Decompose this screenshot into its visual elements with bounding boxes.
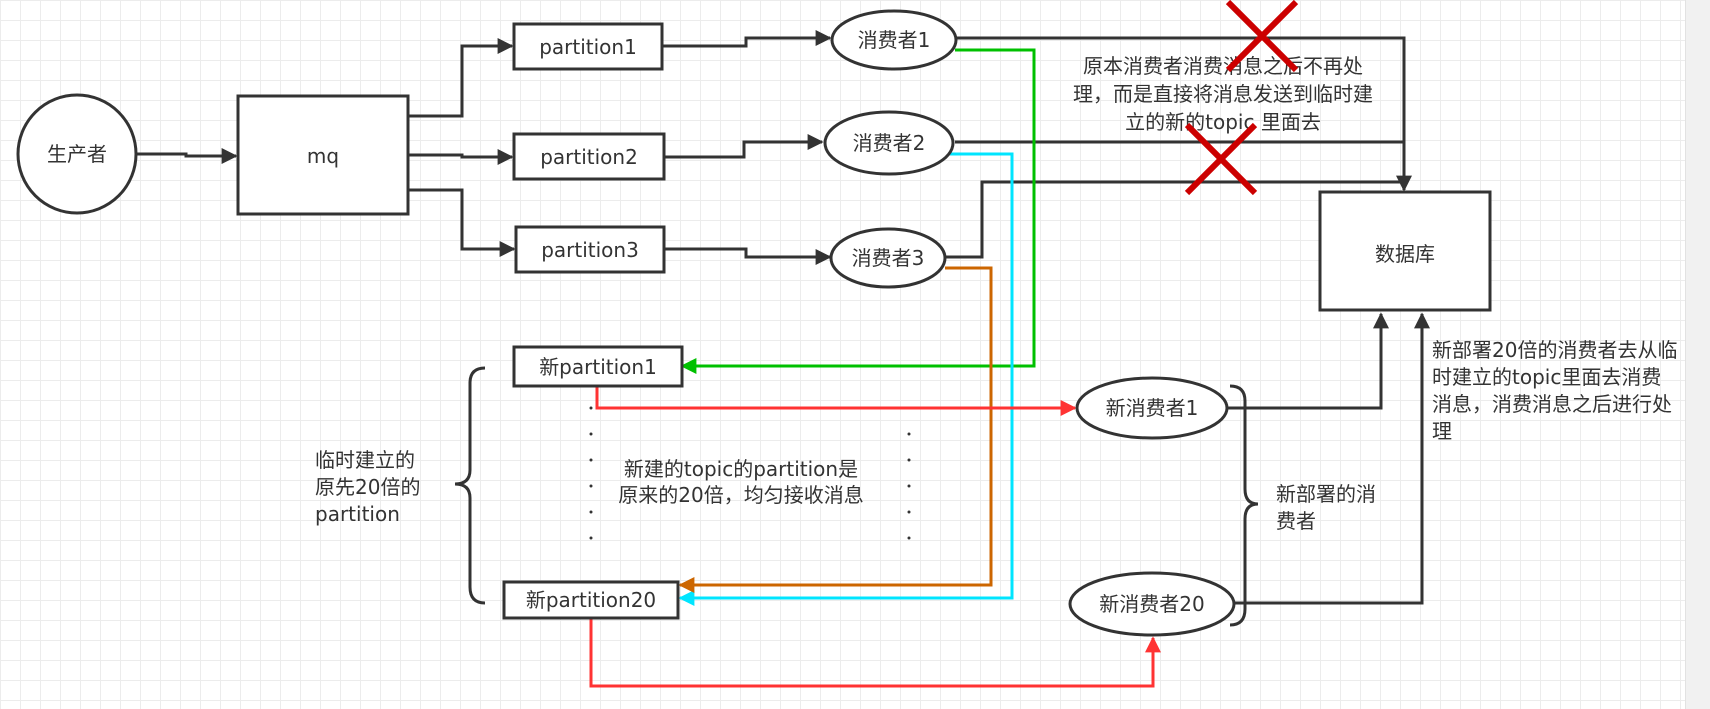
partition2-node: partition2 <box>512 132 666 181</box>
partition3-box <box>514 225 666 274</box>
new-partition1-node: 新partition1 <box>512 345 684 388</box>
arrow-producer-to-mq <box>137 148 238 164</box>
partition3-label: partition3 <box>541 238 639 262</box>
arrow-new-partition1-to-new-consumer1 <box>595 386 1077 416</box>
new-consumer1-label: 新消费者1 <box>1106 396 1199 420</box>
ellipsis-dots-left <box>589 406 593 540</box>
partition2-box <box>512 132 666 181</box>
line-consumer3-to-database <box>945 180 1404 259</box>
producer-node: 生产者 <box>16 93 138 215</box>
top-note-line3: 立的新的topic 里面去 <box>1125 110 1321 134</box>
new-partition20-label: 新partition20 <box>526 588 656 612</box>
arrow-new-consumer20-to-database <box>1229 312 1430 605</box>
consumer1-label: 消费者1 <box>858 28 931 52</box>
arrow-consumer3-to-new-partition20 <box>678 266 993 593</box>
right-note: 新部署20倍的消费者去从临 时建立的topic里面去消费 消息，消费消息之后进行… <box>1432 338 1677 443</box>
partition2-label: partition2 <box>540 145 638 169</box>
arrow-consumer1-to-database <box>955 36 1412 192</box>
cross-mark-middle <box>1184 122 1258 196</box>
connectors <box>137 30 1430 688</box>
new-partition1-label: 新partition1 <box>539 355 657 379</box>
left-brace-label-line2: 原先20倍的 <box>315 475 420 499</box>
line-consumer2-to-database <box>955 140 1406 160</box>
database-node: 数据库 <box>1318 190 1492 312</box>
arrow-new-consumer1-to-database <box>1227 312 1389 410</box>
new-consumer1-ellipse <box>1075 376 1229 440</box>
right-brace <box>1229 384 1259 627</box>
right-note-line1: 新部署20倍的消费者去从临 <box>1432 338 1677 362</box>
consumer2-ellipse <box>823 110 955 176</box>
cross-mark-top <box>1225 0 1299 73</box>
new-consumer1-node: 新消费者1 <box>1075 376 1229 440</box>
consumer3-label: 消费者3 <box>852 246 925 270</box>
consumer1-node: 消费者1 <box>830 9 958 71</box>
mq-node: mq <box>236 94 410 216</box>
consumer3-node: 消费者3 <box>829 227 947 289</box>
right-brace-label: 新部署的消 费者 <box>1276 482 1376 533</box>
arrow-mq-to-partition2 <box>408 149 514 165</box>
partition1-node: partition1 <box>512 22 664 71</box>
top-note-line2: 理，而是直接将消息发送到临时建 <box>1073 82 1373 106</box>
new-consumer20-label: 新消费者20 <box>1099 592 1204 616</box>
middle-note: 新建的topic的partition是 原来的20倍，均匀接收消息 <box>618 457 863 507</box>
arrow-consumer1-to-new-partition1 <box>680 48 1036 374</box>
arrow-partition3-to-consumer3 <box>664 247 832 265</box>
top-note: 原本消费者消费消息之后不再处 理，而是直接将消息发送到临时建 立的新的topic… <box>1073 54 1373 134</box>
mq-box <box>236 94 410 216</box>
arrow-consumer2-to-new-partition20 <box>678 152 1014 606</box>
right-note-line4: 理 <box>1432 419 1452 443</box>
database-box <box>1318 190 1492 312</box>
right-note-line3: 消息，消费消息之后进行处 <box>1432 392 1672 416</box>
middle-note-line2: 原来的20倍，均匀接收消息 <box>618 483 863 507</box>
consumer2-node: 消费者2 <box>823 110 955 176</box>
left-brace <box>454 366 486 605</box>
right-note-line2: 时建立的topic里面去消费 <box>1432 365 1661 389</box>
left-brace-label-line3: partition <box>315 502 400 526</box>
right-brace-label-line2: 费者 <box>1276 509 1316 533</box>
left-brace-label-line1: 临时建立的 <box>315 448 415 472</box>
new-partition1-box <box>512 345 684 388</box>
arrow-mq-to-partition3 <box>408 188 516 257</box>
consumer2-label: 消费者2 <box>853 131 926 155</box>
partition1-box <box>512 22 664 71</box>
middle-note-line1: 新建的topic的partition是 <box>624 457 858 481</box>
producer-circle <box>16 93 138 215</box>
new-consumer20-node: 新消费者20 <box>1068 571 1236 637</box>
new-partition20-node: 新partition20 <box>502 580 680 620</box>
mq-label: mq <box>307 144 339 168</box>
right-edge-scrollbar[interactable] <box>1685 0 1710 709</box>
arrow-partition1-to-consumer1 <box>662 30 832 48</box>
new-consumer20-ellipse <box>1068 571 1236 637</box>
partition3-node: partition3 <box>514 225 666 274</box>
consumer3-ellipse <box>829 227 947 289</box>
arrow-new-partition20-to-new-consumer20 <box>589 618 1161 688</box>
new-partition20-box <box>502 580 680 620</box>
partition1-label: partition1 <box>539 35 637 59</box>
database-label: 数据库 <box>1375 242 1435 266</box>
top-note-line1: 原本消费者消费消息之后不再处 <box>1083 54 1363 78</box>
arrow-partition2-to-consumer2 <box>664 134 824 159</box>
consumer1-ellipse <box>830 9 958 71</box>
ellipsis-dots-right <box>907 432 911 540</box>
right-brace-label-line1: 新部署的消 <box>1276 482 1376 506</box>
left-brace-label: 临时建立的 原先20倍的 partition <box>315 448 420 526</box>
arrow-mq-to-partition1 <box>408 38 514 118</box>
producer-label: 生产者 <box>47 142 107 166</box>
